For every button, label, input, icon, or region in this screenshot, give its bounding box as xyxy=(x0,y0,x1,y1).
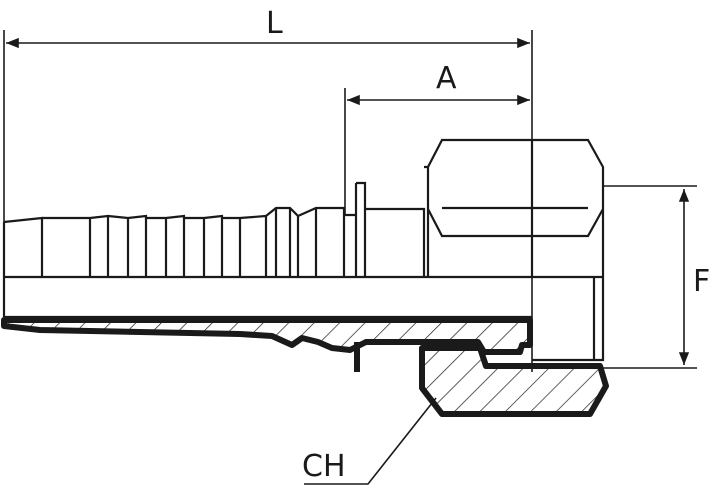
nut-sleeve xyxy=(532,277,605,362)
leader-line-ch xyxy=(304,397,437,485)
dimension-l: L xyxy=(3,6,533,372)
fitting-section-lower xyxy=(1,317,609,417)
hex-nut-outline xyxy=(424,138,605,277)
dimension-ch: CH xyxy=(302,397,437,485)
nut-section-outline xyxy=(419,345,609,417)
label-a: A xyxy=(436,61,457,96)
dimension-a: A xyxy=(344,61,530,215)
hose-barbs xyxy=(42,214,268,277)
neck xyxy=(365,207,426,277)
dimension-f: F xyxy=(598,185,710,369)
ferrule-flange xyxy=(344,181,367,277)
body-section-outline xyxy=(1,317,533,355)
label-f: F xyxy=(693,264,710,299)
collar-grooves xyxy=(265,206,346,277)
hose-tail-tip xyxy=(3,216,44,277)
nut-hatch xyxy=(422,348,606,414)
body-hatch xyxy=(4,320,530,352)
label-ch: CH xyxy=(302,449,346,484)
label-l: L xyxy=(266,6,283,41)
